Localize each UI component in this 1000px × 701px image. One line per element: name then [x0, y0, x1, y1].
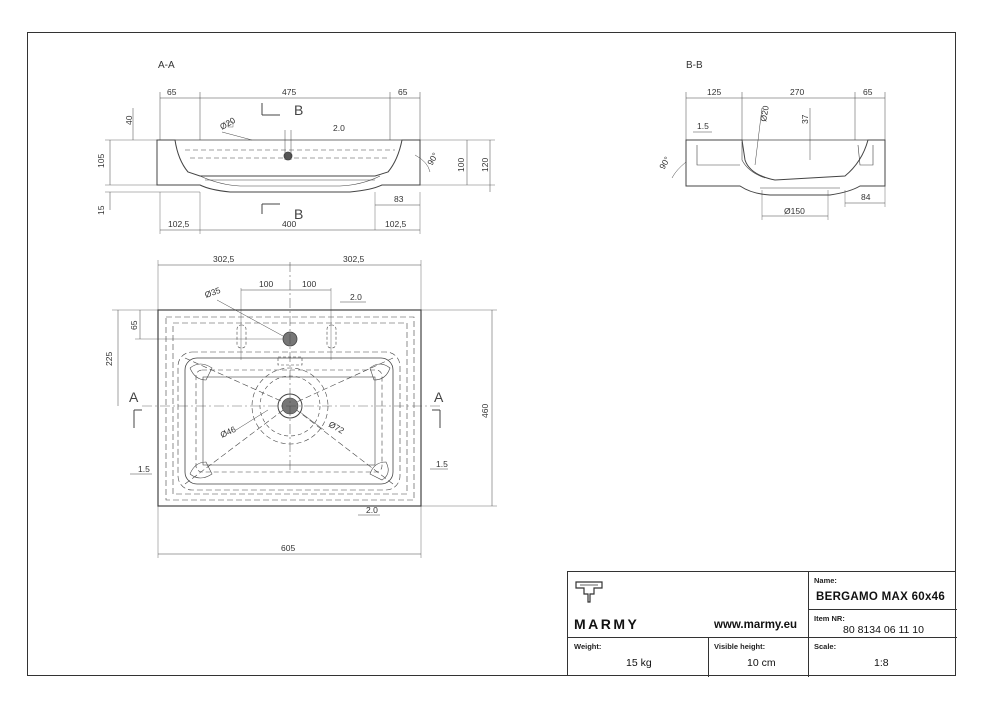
bb-rim-label: 84: [861, 192, 871, 202]
item-label: Item NR:: [814, 614, 845, 623]
website-link[interactable]: www.marmy.eu: [714, 619, 798, 631]
dim-aa-top-left: 65: [167, 87, 177, 97]
dim-aa-bottom-right: 102,5: [385, 219, 407, 229]
bb-outlet-label: Ø150: [784, 206, 805, 216]
cut-b-label-bottom: B: [294, 206, 303, 222]
brand-name: MARMY: [574, 616, 640, 632]
visible-height-label: Visible height:: [714, 642, 766, 651]
title-block: MARMY www.marmy.eu Name: BERGAMO MAX 60x…: [567, 571, 957, 677]
dim-aa-top-right: 65: [398, 87, 408, 97]
plan-slope-right: 1.5: [436, 459, 448, 469]
dim-aa-rim-83: 83: [394, 194, 404, 204]
bb-angle-label: 90°: [657, 155, 672, 171]
dim-plan-depth-460: 460: [480, 404, 490, 418]
plan-drain-outer-label: Ø72: [327, 419, 346, 436]
plan-drain-inner-label: Ø46: [219, 424, 238, 440]
plan-slope-bottom: 2.0: [366, 505, 378, 515]
plan-tap-hole-label: Ø35: [203, 285, 222, 300]
dim-aa-left-105: 105: [96, 154, 106, 168]
plan-slope-left: 1.5: [138, 464, 150, 474]
dim-plan-top-right: 302,5: [343, 254, 365, 264]
dim-plan-left-225: 225: [104, 352, 114, 366]
weight-label: Weight:: [574, 642, 602, 651]
dim-bb-top-right: 65: [863, 87, 873, 97]
section-aa-view: [105, 92, 495, 234]
dim-plan-tap-left: 100: [259, 279, 273, 289]
drawing-frame: [27, 32, 956, 676]
dim-plan-top-left: 302,5: [213, 254, 235, 264]
dim-aa-left-40: 40: [124, 115, 134, 125]
dim-aa-bottom-left: 102,5: [168, 219, 190, 229]
dim-bb-top-left: 125: [707, 87, 721, 97]
item-number: 80 8134 06 11 10: [843, 624, 924, 636]
cut-b-label-top: B: [294, 102, 303, 118]
aa-hole-label: Ø20: [218, 115, 237, 132]
section-aa-title: A-A: [158, 60, 175, 71]
marmy-logo-icon: [575, 581, 603, 603]
section-bb-view: [671, 92, 886, 220]
name-label: Name:: [814, 576, 837, 585]
dim-plan-tap-right: 100: [302, 279, 316, 289]
cut-a-label-left: A: [129, 389, 139, 405]
dim-aa-right-120: 120: [480, 158, 490, 172]
scale-label: Scale:: [814, 642, 837, 651]
cut-a-label-right: A: [434, 389, 444, 405]
bb-depth-label: 37: [800, 114, 810, 124]
plan-view: [112, 260, 497, 558]
weight-value: 15 kg: [626, 657, 652, 669]
dim-aa-right-100: 100: [456, 158, 466, 172]
product-name: BERGAMO MAX 60x46: [816, 591, 946, 603]
dim-aa-bottom-center: 400: [282, 219, 296, 229]
scale-value: 1:8: [874, 657, 889, 669]
dim-plan-width-605: 605: [281, 543, 295, 553]
dim-plan-left-65: 65: [129, 320, 139, 330]
dim-aa-top-center: 475: [282, 87, 296, 97]
aa-angle-label: 90°: [425, 151, 440, 167]
dim-aa-left-15: 15: [96, 205, 106, 215]
bb-hole-label: Ø20: [758, 105, 771, 123]
bb-slope-label: 1.5: [697, 121, 709, 131]
plan-slope-top: 2.0: [350, 292, 362, 302]
visible-height-value: 10 cm: [747, 657, 776, 669]
aa-slope-label: 2.0: [333, 123, 345, 133]
section-bb-title: B-B: [686, 60, 703, 71]
dim-bb-top-center: 270: [790, 87, 804, 97]
